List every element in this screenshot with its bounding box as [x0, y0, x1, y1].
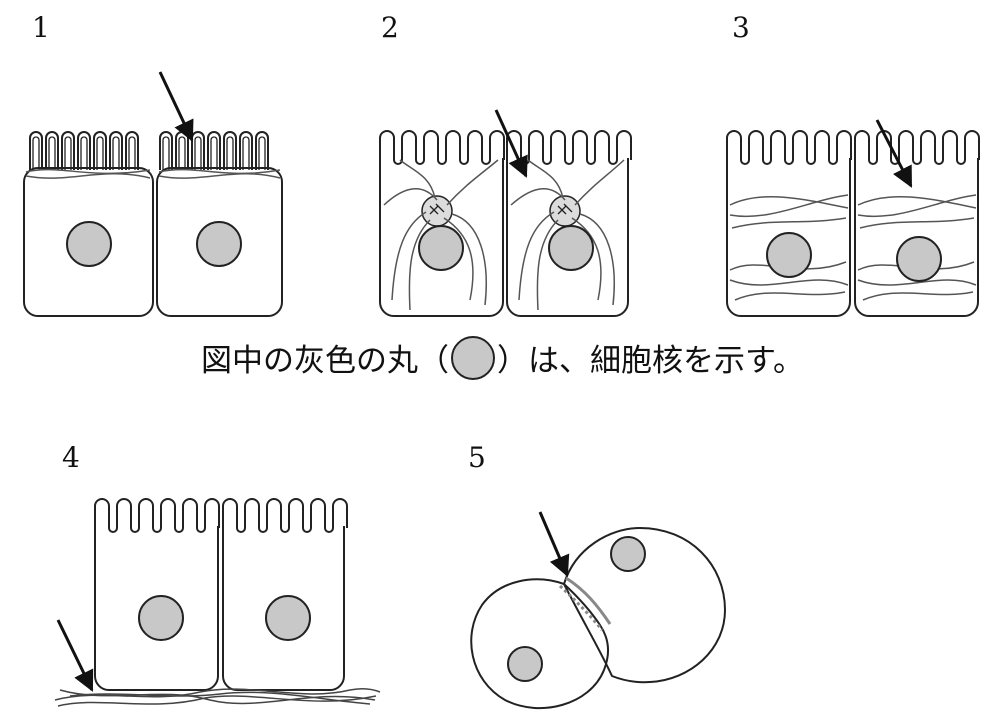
nucleus-3b [896, 236, 942, 282]
panel-label-4: 4 [62, 441, 80, 474]
arrow-5 [538, 511, 570, 577]
nucleus-4a [138, 595, 184, 641]
panel-2 [379, 109, 632, 317]
cell-4b [222, 526, 345, 691]
microvilli-1b [159, 131, 269, 170]
nucleus-5b [507, 646, 543, 682]
arrow-4 [56, 619, 94, 692]
cell-4a [94, 526, 219, 691]
cell-1b [156, 167, 283, 317]
cell-5b [470, 578, 610, 709]
centrosome-2b [549, 195, 581, 227]
microvilli-4b [222, 498, 348, 533]
nucleus-2a [418, 225, 464, 271]
panel-5 [470, 511, 727, 709]
microvilli-3b [854, 130, 980, 165]
caption: 図中の灰色の丸（ ）は、細胞核を示す。 [0, 335, 1005, 380]
microvilli-2a [379, 130, 505, 165]
cell-3b [854, 158, 979, 317]
panel-label-2: 2 [381, 11, 399, 44]
cell-5a [562, 526, 727, 684]
nucleus-1a [66, 221, 112, 267]
nucleus-5a [610, 536, 646, 572]
panel-1 [23, 71, 283, 317]
arrow-3 [875, 119, 913, 188]
panel-4 [54, 498, 381, 707]
panel-label-1: 1 [32, 11, 50, 44]
junction-solid [565, 576, 612, 625]
microvilli-2b [506, 130, 632, 165]
junction-dashed [558, 584, 604, 631]
caption-after: ）は、細胞核を示す。 [497, 343, 804, 379]
panel-3 [726, 119, 980, 317]
basement-membrane-fibers [54, 688, 381, 707]
nucleus-4b [265, 595, 311, 641]
panel-label-5: 5 [468, 441, 486, 474]
cell-2b [506, 158, 629, 317]
nucleus-2b [548, 225, 594, 271]
panel-label-3: 3 [732, 11, 750, 44]
nucleus-3a [766, 232, 812, 278]
cell-2a [379, 158, 504, 317]
cell-3a [726, 158, 851, 317]
microvilli-1a [29, 131, 139, 170]
cell-1a [23, 167, 154, 317]
arrow-2 [494, 109, 528, 178]
microvilli-4a [94, 498, 220, 533]
nucleus-legend-icon [451, 335, 496, 380]
centrosome-2a [421, 195, 453, 227]
arrow-1 [158, 71, 194, 142]
microvilli-3a [726, 130, 852, 165]
nucleus-1b [196, 221, 242, 267]
caption-before: 図中の灰色の丸（ [201, 343, 450, 379]
